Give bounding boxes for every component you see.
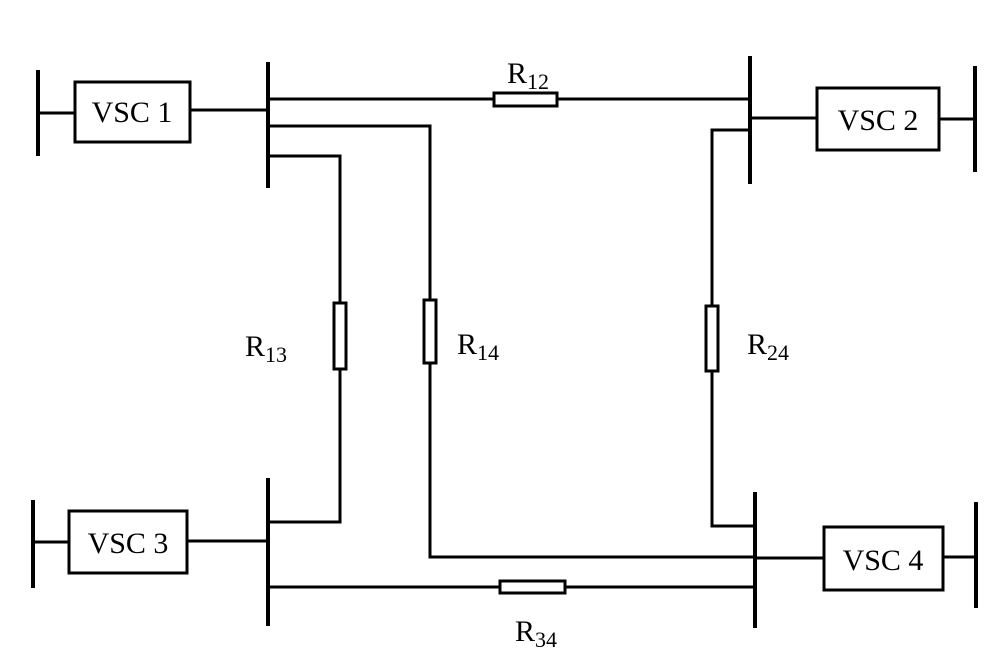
line-2-4-wire-top: [710, 128, 750, 306]
vsc3-label: VSC 3: [88, 527, 169, 560]
line-1-3-wire-top: [268, 154, 342, 303]
r14-label: R14: [457, 328, 499, 365]
r12-label: R12: [507, 57, 549, 94]
line-1-4-wire-bottom: [428, 363, 755, 559]
vsc1-box: [73, 80, 192, 144]
vsc4-group: VSC 4: [755, 502, 978, 608]
resistor-r12: [492, 91, 559, 108]
resistor-r24: [704, 304, 720, 373]
line-1-4-wire-top: [268, 124, 432, 300]
vsc3-box: [67, 509, 189, 575]
r13-label: R13: [245, 330, 287, 367]
line-1-3-wire-bottom: [268, 369, 342, 524]
vsc2-label: VSC 2: [838, 104, 919, 137]
vsc1-group: VSC 1: [36, 70, 268, 156]
line-1-3: R13: [245, 154, 348, 524]
resistor-r34: [498, 579, 567, 595]
line-3-4: R34: [268, 579, 755, 652]
line-1-4: R14: [268, 124, 755, 559]
vsc1-label: VSC 1: [92, 96, 173, 129]
r34-label: R34: [515, 615, 557, 652]
line-2-4: R24: [704, 128, 789, 528]
r24-label: R24: [747, 328, 789, 365]
vsc3-group: VSC 3: [31, 500, 268, 588]
vsc2-group: VSC 2: [750, 66, 977, 172]
line-2-4-wire-bottom: [710, 371, 755, 528]
vsc4-label: VSC 4: [843, 544, 924, 577]
resistor-r13: [332, 301, 348, 371]
resistor-r14: [422, 298, 438, 365]
line-1-2: R12: [268, 57, 750, 108]
